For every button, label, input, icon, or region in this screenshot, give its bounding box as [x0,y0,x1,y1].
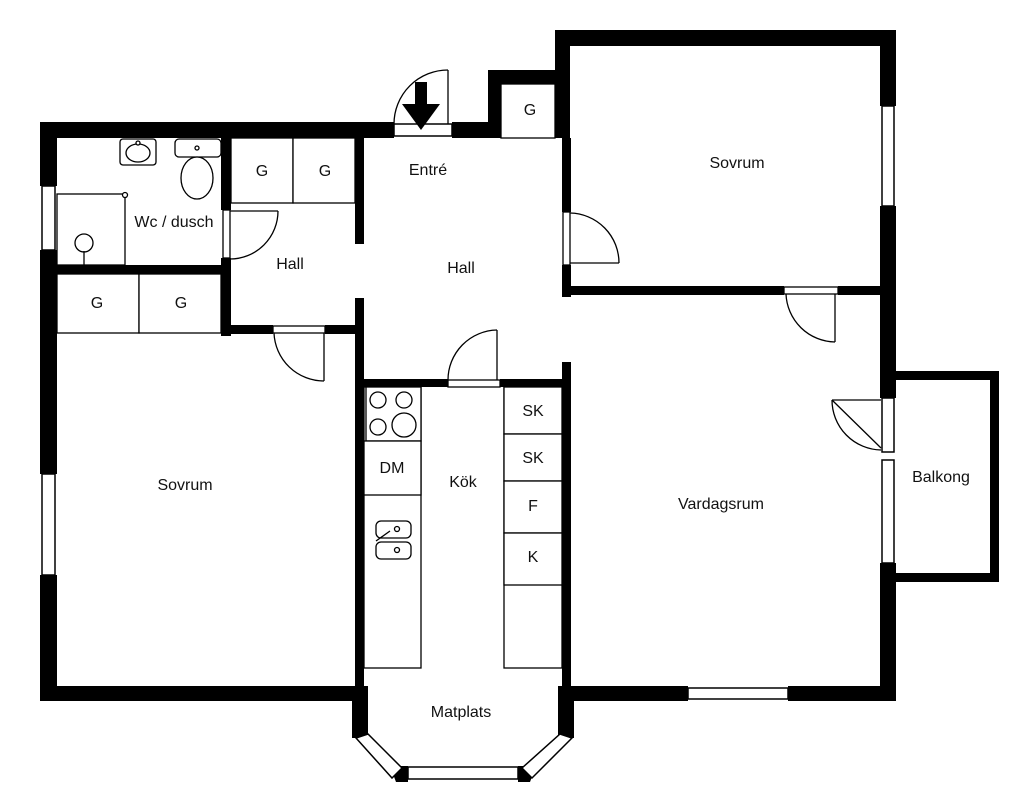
stove-burner-3 [369,418,387,436]
stove-burner-4 [391,412,417,438]
room-label-wc: Wc / dusch [134,214,213,231]
wall-left-bottom [40,575,57,701]
room-label-sovrum-left: Sovrum [157,477,212,494]
wall-right-upper [880,30,896,106]
walls [40,30,999,782]
room-label-hall-left: Hall [276,256,304,273]
closet-label-g-left-2: G [175,295,187,312]
window-bay-right [520,733,574,780]
wall-hall-bottom [221,325,273,334]
fixtures [56,83,563,669]
freezer [503,532,563,586]
doors [222,69,882,451]
wall-wc-right [221,138,231,210]
room-label-kok: Kök [449,474,478,491]
kitchen-label-k: K [528,549,539,566]
balcony-rail-top [896,371,999,380]
closet-label-g-top: G [524,102,536,119]
closet-label-g-hall-1: G [256,163,268,180]
kitchen-label-f: F [528,498,538,515]
closet-label-g-left-1: G [91,295,103,312]
kitchen-sink-2 [375,541,412,560]
wall-g-top [488,70,570,84]
wall-g-left [488,70,501,138]
kitchen-label-dm: DM [380,460,405,477]
window-sovrum-right [881,105,895,207]
kitchen-sink-1 [375,520,412,539]
window-sovrum-left [41,473,56,576]
wall-right-lower [880,563,896,700]
kitchen-door [447,329,501,388]
room-label-vardagsrum: Vardagsrum [678,496,764,513]
closet-g-left-1 [56,273,140,334]
room-label-balkong: Balkong [912,469,970,486]
wall-bottom-right-b [788,686,896,701]
wall-sovrum-bottom-a [570,286,784,295]
wall-kitchen-top-b [500,379,570,387]
stove-burner-1 [369,391,387,409]
wall-top-entry-right [452,122,490,138]
entry-door [393,69,449,125]
wall-bottom-right-a [558,686,688,701]
windows [41,105,895,780]
room-label-matplats: Matplats [431,704,491,721]
wall-kitchen-right-upper [562,138,571,212]
wall-left-top [40,122,57,186]
window-wc-left [41,185,56,251]
window-vardagsrum-right [881,459,895,564]
wc-door [222,209,279,260]
wall-hall-bottom-b [325,325,363,334]
room-label-hall-right: Hall [447,260,475,277]
stove-burner-2 [395,391,413,409]
cabinet-sk-2 [503,433,563,482]
wall-bay-left [352,686,368,738]
closet-g-left-2 [138,273,222,334]
sovrum-left-door [272,325,326,382]
arrow-down-icon [402,82,440,130]
wall-hall-divider-bottom [355,298,364,693]
fridge [503,480,563,534]
wall-kitchen-top-a [364,379,448,387]
wall-sovrum-top [555,30,896,46]
balcony-door [831,399,882,451]
wall-wc-right-lower [221,258,231,336]
room-label-entre: Entré [409,162,447,179]
window-balcony-door [881,397,895,453]
window-vardagsrum-bottom [687,687,789,700]
shower-drain [74,233,94,253]
kitchen-label-sk-1: SK [522,403,544,420]
sovrum-top-door [562,211,620,266]
wall-right-mid [880,206,896,398]
shower [56,193,126,266]
room-label-sovrum-top: Sovrum [709,155,764,172]
wall-sovrum-left [555,30,570,138]
closet-label-g-hall-2: G [319,163,331,180]
balcony-rail-bottom [896,573,999,582]
wall-sovrum-bottom-b [838,286,880,295]
wall-bottom-left [40,686,366,701]
wall-bay-right [558,686,574,738]
vardagsrum-door [783,286,839,343]
toilet-bowl [180,156,214,200]
wall-top-left [40,122,394,138]
wall-wc-bottom [57,265,221,274]
window-bay-bottom [407,766,519,780]
wall-kitchen-right-upper-b [562,265,571,297]
balcony-rail-right [990,371,999,582]
labels: Entré Hall Hall Wc / dusch Sovrum Sovrum… [91,102,970,721]
wall-left-mid [40,250,57,474]
dishwasher [363,440,422,496]
wall-hall-divider-top [355,138,364,244]
kitchen-label-sk-2: SK [522,450,544,467]
closet-g-top [500,83,556,139]
closet-g-hall-2 [292,137,356,204]
wall-kitchen-right [562,362,571,693]
window-bay-left [354,733,404,780]
